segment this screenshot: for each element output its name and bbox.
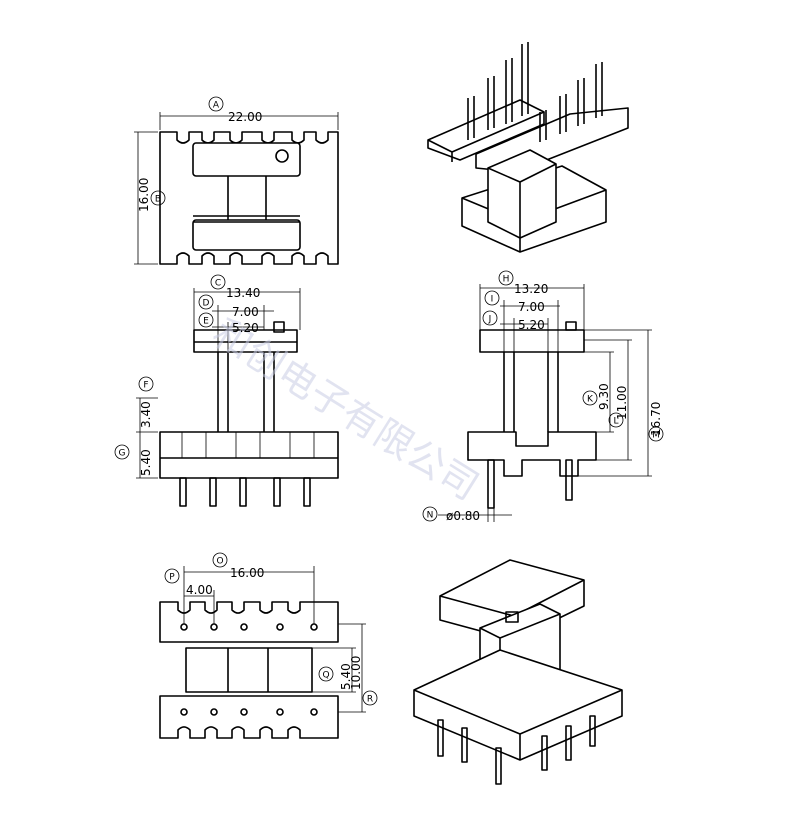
svg-text:E: E [203, 317, 209, 327]
svg-text:P: P [169, 573, 175, 583]
watermark: 和创电子有限公司 [205, 310, 486, 508]
svg-text:I: I [491, 295, 494, 305]
marker-n: N [422, 506, 438, 522]
svg-text:L: L [613, 417, 618, 427]
marker-g: G [114, 444, 130, 460]
svg-text:N: N [427, 511, 434, 521]
dim-f: 3.40 [139, 401, 153, 428]
svg-text:B: B [155, 195, 161, 205]
svg-text:C: C [215, 279, 221, 289]
dim-k: 9.30 [597, 383, 611, 410]
marker-h: H [498, 270, 514, 286]
svg-text:J: J [488, 315, 492, 325]
marker-f: F [138, 376, 154, 392]
marker-b: B [150, 190, 166, 206]
dim-c: 13.40 [226, 286, 260, 300]
svg-text:K: K [587, 395, 594, 405]
dim-j: 5.20 [518, 318, 545, 332]
dim-d: 7.00 [232, 305, 259, 319]
dim-p: 4.00 [186, 583, 213, 597]
dim-i: 7.00 [518, 300, 545, 314]
svg-text:H: H [503, 275, 510, 285]
svg-text:O: O [216, 557, 223, 567]
marker-e: E [198, 312, 214, 328]
marker-k: K [582, 390, 598, 406]
dimension-values: 22.00 16.00 13.40 7.00 5.20 3.40 5.40 13… [137, 110, 663, 690]
isometric-view-top [427, 42, 629, 253]
marker-m: M [648, 426, 664, 442]
svg-text:M: M [652, 431, 660, 441]
marker-o: O [212, 552, 228, 568]
marker-j: J [482, 310, 498, 326]
dimension-markers: A B C D E F G H I J K L M N O P Q R [114, 96, 664, 706]
dim-e: 5.20 [232, 321, 259, 335]
svg-text:A: A [213, 101, 220, 111]
marker-l: L [608, 412, 624, 428]
svg-text:F: F [143, 381, 148, 391]
marker-c: C [210, 274, 226, 290]
dim-g: 5.40 [139, 449, 153, 476]
marker-q: Q [318, 666, 334, 682]
dim-r: 10.00 [349, 656, 363, 690]
marker-a: A [208, 96, 224, 112]
isometric-view-bottom [413, 559, 623, 785]
svg-text:R: R [367, 695, 373, 705]
marker-d: D [198, 294, 214, 310]
marker-p: P [164, 568, 180, 584]
dim-o: 16.00 [230, 566, 264, 580]
dim-m: 16.70 [649, 402, 663, 436]
svg-text:G: G [119, 449, 126, 459]
front-view [136, 288, 339, 507]
top-view [134, 112, 339, 265]
dim-n: ø0.80 [446, 509, 480, 523]
marker-i: I [484, 290, 500, 306]
svg-text:D: D [203, 299, 210, 309]
dim-q: 5.40 [339, 663, 353, 690]
side-view [438, 284, 652, 522]
marker-r: R [362, 690, 378, 706]
dim-a: 22.00 [228, 110, 262, 124]
bottom-view [159, 566, 366, 739]
dim-l: 11.00 [615, 386, 629, 420]
dim-h: 13.20 [514, 282, 548, 296]
dim-b: 16.00 [137, 178, 151, 212]
svg-text:Q: Q [322, 671, 329, 681]
